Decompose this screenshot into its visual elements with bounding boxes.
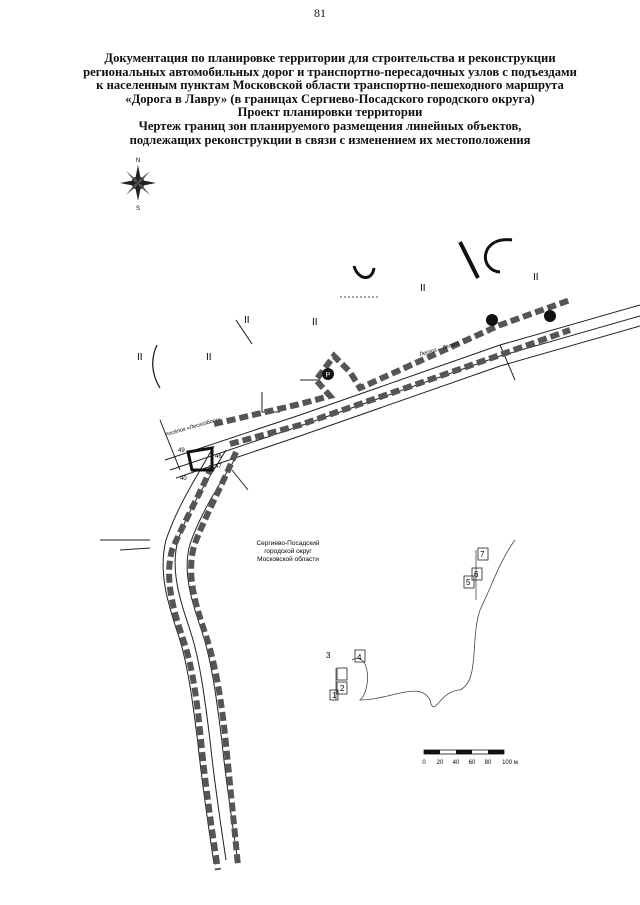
title-line-4: «Дорога в Лавру» (в границах Сергиево-По…	[125, 91, 535, 106]
title-line-6: Чертеж границ зон планируемого размещени…	[138, 118, 522, 133]
compass-south: S	[136, 206, 140, 212]
marker-3: II	[244, 315, 250, 326]
junction-parcel: 49 46 47 40	[178, 446, 222, 482]
boundary-lines	[335, 539, 516, 708]
zone-markers: II II II II II II	[137, 272, 539, 363]
scale-label-100: 100 м	[502, 760, 518, 766]
point-label-49: 49	[178, 448, 185, 454]
parcel-7: 7	[480, 550, 485, 559]
page-number: 81	[314, 6, 326, 20]
parcel-4: 4	[357, 653, 362, 662]
region-label-line-2: городской округ	[264, 547, 312, 555]
compass-icon: N S	[120, 158, 156, 212]
sketch-marks	[152, 238, 513, 389]
scale-label-40: 40	[453, 760, 460, 766]
parcel-3: 3	[326, 651, 331, 660]
road-network	[100, 304, 640, 865]
zone-boundary	[166, 297, 572, 871]
road-marker-icons: P	[322, 310, 556, 380]
marker-6: II	[533, 272, 539, 283]
region-label: Сергиево-Посадский городской округ Моско…	[256, 539, 319, 563]
street-label: посёлок «Лесхозбогч»	[165, 416, 221, 437]
parcel-2: 2	[340, 684, 345, 693]
page-title: Документация по планировке территории дл…	[60, 51, 600, 147]
title-line-3: к населенным пунктам Московской области …	[96, 78, 564, 93]
parking-symbol: P	[326, 372, 331, 379]
marker-2: II	[206, 352, 212, 363]
title-line-5: Проект планировки территории	[237, 105, 423, 120]
title-line-1: Документация по планировке территории дл…	[104, 51, 556, 65]
parcel-6: 6	[474, 570, 479, 579]
scale-label-20: 20	[437, 760, 444, 766]
scale-bar: 0 20 40 60 80 100 м	[422, 749, 518, 766]
marker-4: II	[312, 317, 318, 328]
marker-1: II	[137, 352, 143, 363]
point-label-47: 47	[215, 464, 222, 470]
region-label-line-3: Московской области	[257, 555, 319, 563]
street-label-2: Лесхоз – Лесхоз	[419, 341, 461, 358]
scale-label-0: 0	[422, 760, 426, 766]
region-label-line-1: Сергиево-Посадский	[256, 539, 319, 547]
parcel-labels	[329, 547, 489, 701]
scale-label-80: 80	[485, 760, 492, 766]
scale-label-60: 60	[469, 760, 476, 766]
parcel-1: 1	[332, 691, 337, 700]
point-label-40: 40	[180, 476, 187, 482]
title-line-7: подлежащих реконструкции в связи с измен…	[129, 132, 531, 147]
compass-north: N	[136, 158, 140, 164]
marker-5: II	[420, 283, 426, 294]
parcel-5: 5	[466, 578, 471, 587]
point-label-46: 46	[215, 454, 222, 460]
title-line-2: региональных автомобильных дорог и транс…	[83, 64, 577, 79]
